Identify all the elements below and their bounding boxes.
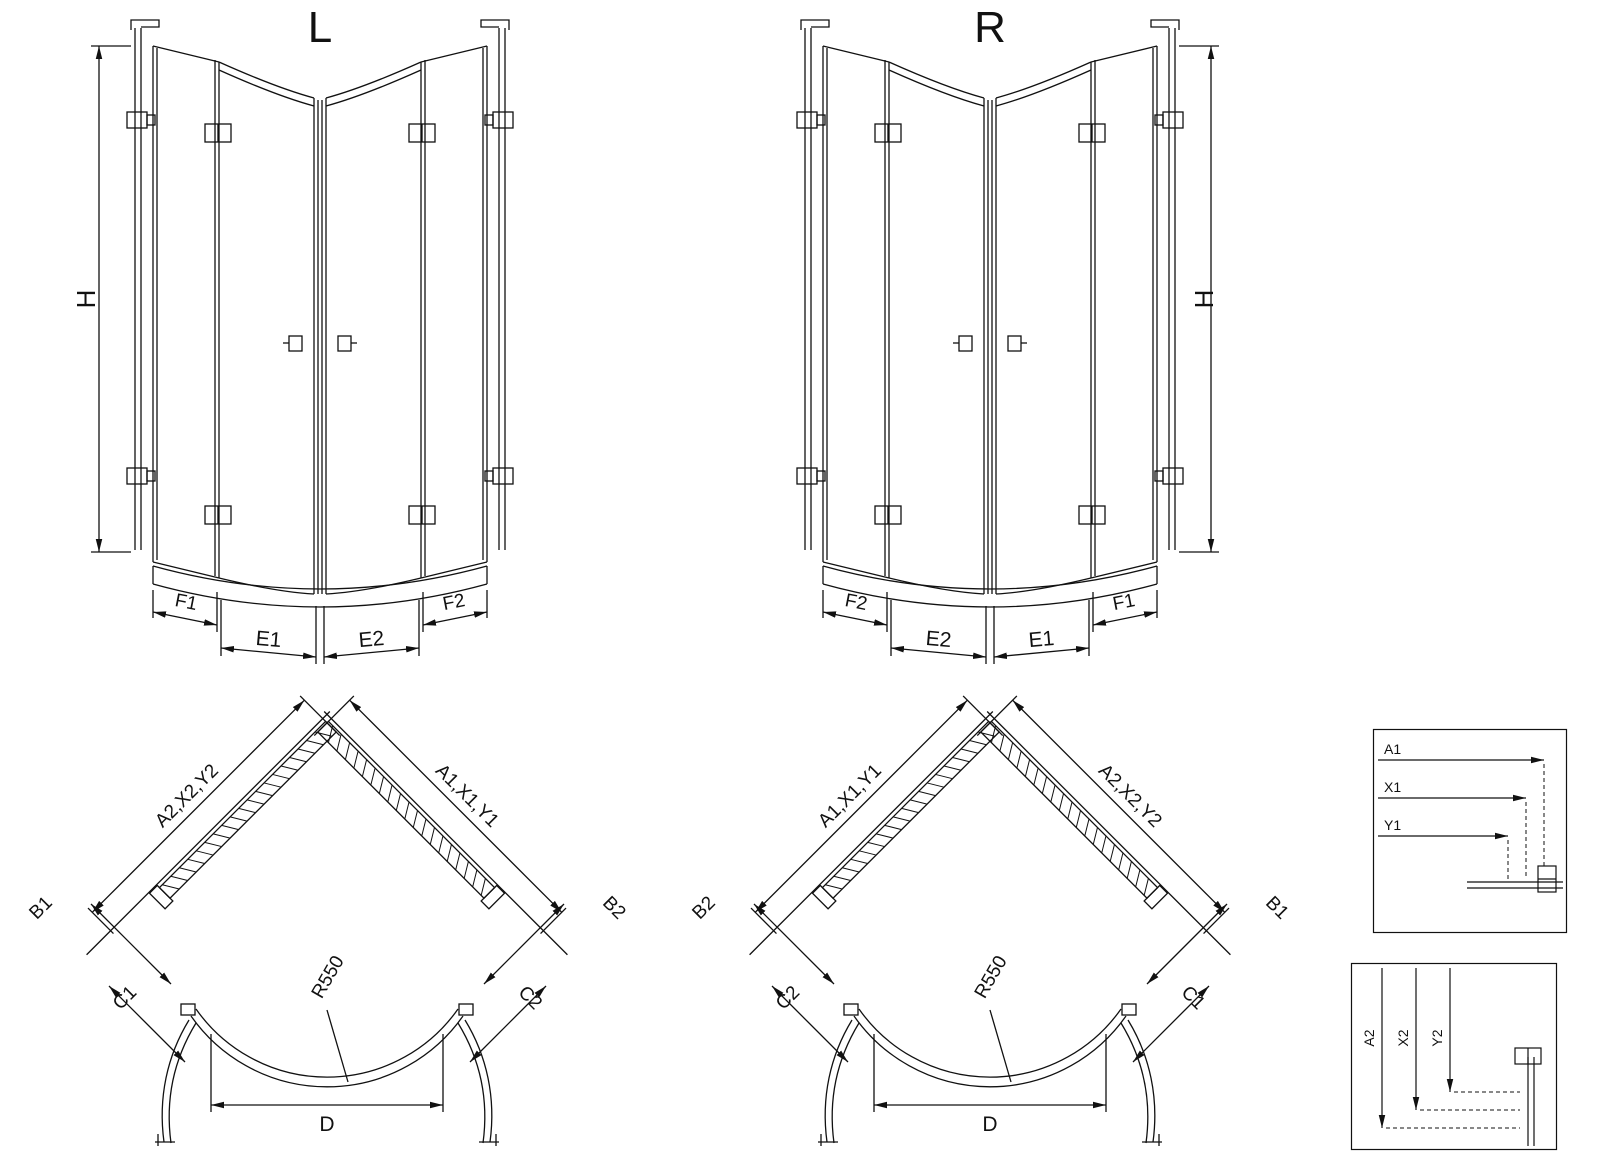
dim-wall-right-label: A1,X1,Y1 bbox=[431, 760, 503, 832]
dim-b2-label: B2 bbox=[688, 892, 719, 923]
dim-c2-label: C2 bbox=[514, 982, 546, 1014]
dim-c2-label: C2 bbox=[772, 982, 804, 1014]
dim-f1-label: F1 bbox=[1111, 590, 1137, 615]
elevation-right-title: R bbox=[974, 3, 1006, 52]
elevation-left-figure: L H F1 E1 E2 F2 bbox=[71, 3, 555, 665]
plan-right-figure: A1,X1,Y1 A2,X2,Y2 B2 B1 C2 C1 R550 D bbox=[688, 698, 1293, 1155]
detail-dim-a2-label: A2 bbox=[1361, 1029, 1377, 1046]
elevation-left-title: L bbox=[308, 3, 332, 52]
dim-b2-label: B2 bbox=[598, 892, 629, 923]
elevation-right-figure: R H F2 E2 E1 F1 bbox=[755, 3, 1225, 665]
dim-b1-label: B1 bbox=[1261, 892, 1292, 923]
height-dim-label: H bbox=[1189, 290, 1219, 309]
dim-d-label: D bbox=[319, 1113, 334, 1136]
radius-label: R550 bbox=[971, 952, 1012, 1002]
dim-b1-label: B1 bbox=[25, 892, 56, 923]
dim-wall-left-label: A2,X2,Y2 bbox=[151, 760, 223, 832]
detail-top-figure: A1 X1 Y1 bbox=[1372, 728, 1568, 934]
dim-e2-label: E2 bbox=[358, 627, 386, 652]
detail-dim-y1-label: Y1 bbox=[1384, 817, 1401, 833]
detail-dim-y2-label: Y2 bbox=[1429, 1029, 1445, 1046]
dim-f2-label: F2 bbox=[441, 590, 467, 615]
detail-dim-a1-label: A1 bbox=[1384, 741, 1401, 757]
dim-e2-label: E2 bbox=[925, 627, 953, 652]
dim-e1-label: E1 bbox=[255, 627, 283, 652]
dim-f1-label: F1 bbox=[173, 590, 199, 615]
detail-bottom-figure: A2 X2 Y2 bbox=[1350, 962, 1558, 1151]
dim-f2-label: F2 bbox=[843, 590, 869, 615]
dim-d-label: D bbox=[982, 1113, 997, 1136]
dim-c1-label: C1 bbox=[109, 982, 141, 1014]
plan-left-figure: A2,X2,Y2 A1,X1,Y1 B1 B2 C1 C2 R550 D bbox=[25, 698, 630, 1155]
detail-dim-x1-label: X1 bbox=[1384, 779, 1401, 795]
radius-label: R550 bbox=[308, 952, 349, 1002]
dim-wall-left-label: A1,X1,Y1 bbox=[814, 760, 886, 832]
height-dim-label: H bbox=[71, 290, 101, 309]
detail-dim-x2-label: X2 bbox=[1395, 1029, 1411, 1046]
dim-wall-right-label: A2,X2,Y2 bbox=[1094, 760, 1166, 832]
dim-e1-label: E1 bbox=[1028, 627, 1056, 652]
dim-c1-label: C1 bbox=[1177, 982, 1209, 1014]
